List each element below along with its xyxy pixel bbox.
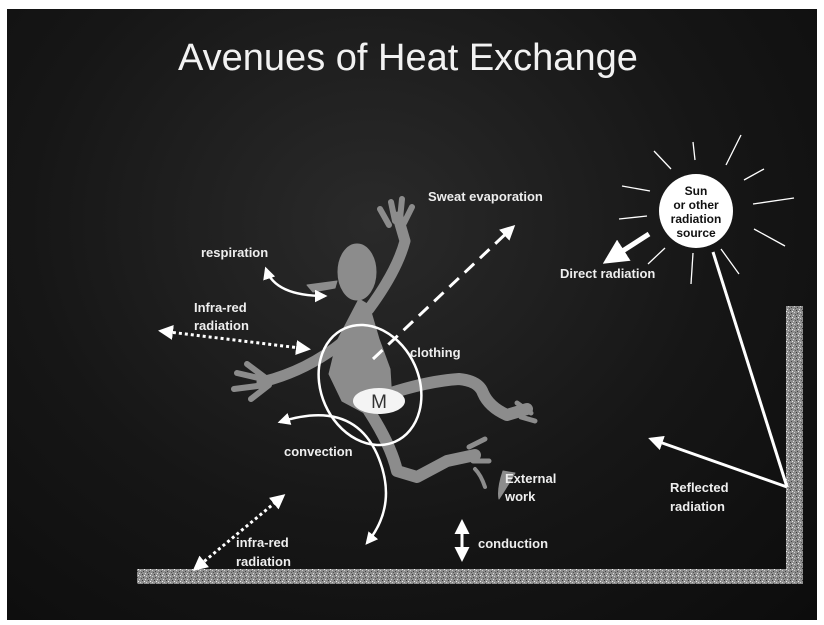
figure-head	[338, 244, 376, 300]
external-work-label-line1: External	[505, 471, 556, 486]
ground-surface	[137, 569, 800, 584]
sun-label-line1: Sun	[685, 184, 708, 198]
figure-left-hand	[234, 364, 269, 399]
clothing-label: clothing	[410, 345, 461, 360]
respiration-arrow	[266, 269, 325, 296]
figure-mouth	[307, 281, 337, 292]
direct-radiation-label: Direct radiation	[560, 266, 655, 281]
infrared-upper-label-line2: radiation	[194, 318, 249, 333]
respiration-label: respiration	[201, 245, 268, 260]
sweat-evaporation-arrow	[373, 227, 513, 359]
conduction-label: conduction	[478, 536, 548, 551]
infrared-upper-label-line1: Infra-red	[194, 300, 247, 315]
sun-label-line3: radiation	[671, 212, 722, 226]
direct-radiation-arrow	[607, 234, 649, 261]
sun-label-line4: source	[676, 226, 716, 240]
slide-title: Avenues of Heat Exchange	[178, 37, 638, 79]
convection-label: convection	[284, 444, 353, 459]
sweat-evaporation-label: Sweat evaporation	[428, 189, 543, 204]
slide: Avenues of Heat Exchange M Sun	[7, 9, 817, 620]
infrared-lower-label-line2: radiation	[236, 554, 291, 569]
figure-right-leg	[385, 379, 527, 415]
infrared-upper-arrow	[161, 331, 308, 349]
figure-heel-mark	[475, 469, 485, 487]
wall-surface	[786, 306, 803, 584]
sun-label-line2: or other	[673, 198, 719, 212]
metabolism-label: M	[371, 392, 387, 413]
reflected-radiation-label-line2: radiation	[670, 499, 725, 514]
figure-right-hand	[380, 199, 412, 225]
convection-arrow	[280, 415, 386, 543]
heat-exchange-diagram: Avenues of Heat Exchange M Sun	[7, 9, 817, 620]
reflected-radiation-label-line1: Reflected	[670, 480, 729, 495]
human-figure	[234, 199, 535, 499]
external-work-label-line2: work	[504, 489, 536, 504]
infrared-lower-label-line1: infra-red	[236, 535, 289, 550]
sun-to-wall-line	[713, 252, 787, 487]
